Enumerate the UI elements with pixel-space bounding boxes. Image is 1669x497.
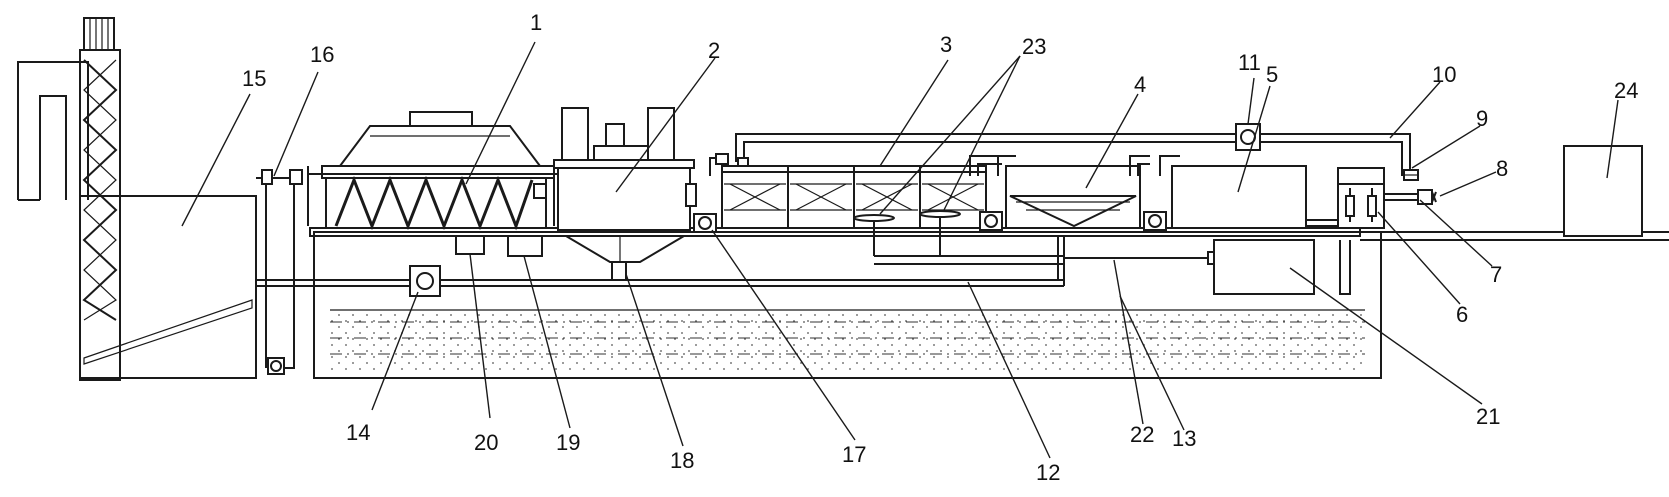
label-14: 14: [346, 420, 370, 445]
pump-17: [693, 213, 717, 233]
feed-hopper-15: [17, 17, 257, 381]
label-9: 9: [1476, 106, 1488, 131]
reactor-unit-1: [307, 111, 560, 231]
water-tank-13: [313, 231, 1382, 379]
label-16: 16: [310, 42, 334, 67]
chamber-3: [709, 153, 987, 229]
label-17: 17: [842, 442, 866, 467]
label-3: 3: [940, 32, 952, 57]
label-12: 12: [1036, 460, 1060, 485]
filter-box-6: [1337, 167, 1385, 229]
label-24: 24: [1614, 78, 1638, 103]
label-21: 21: [1476, 404, 1500, 429]
label-13: 13: [1172, 426, 1196, 451]
labels: 1 2 3 23 4 11 5 10 24 9 8 7 6 21 13 22 1…: [242, 10, 1638, 485]
box-19: [507, 235, 543, 257]
box-21: [1064, 239, 1315, 295]
mixing-tank-2: [533, 107, 697, 281]
outlet-valves: [1384, 169, 1437, 205]
label-22: 22: [1130, 422, 1154, 447]
label-19: 19: [556, 430, 580, 455]
label-23: 23: [1022, 34, 1046, 59]
return-pipe-13: [1339, 240, 1351, 295]
label-11: 11: [1238, 50, 1261, 75]
label-1: 1: [530, 10, 542, 35]
pipe-system-16: [256, 169, 1064, 375]
aerators-23: [853, 210, 1065, 286]
settling-tank-4: [1005, 155, 1180, 231]
label-4: 4: [1134, 72, 1146, 97]
label-18: 18: [670, 448, 694, 473]
leader-lines: [181, 41, 1619, 459]
label-7: 7: [1490, 262, 1502, 287]
label-8: 8: [1496, 156, 1508, 181]
clear-tank-5: [1171, 165, 1340, 229]
label-6: 6: [1456, 302, 1468, 327]
label-5: 5: [1266, 62, 1278, 87]
label-15: 15: [242, 66, 266, 91]
box-20: [455, 235, 485, 255]
label-2: 2: [708, 38, 720, 63]
output-box-24: [1563, 145, 1643, 237]
label-20: 20: [474, 430, 498, 455]
label-10: 10: [1432, 62, 1456, 87]
